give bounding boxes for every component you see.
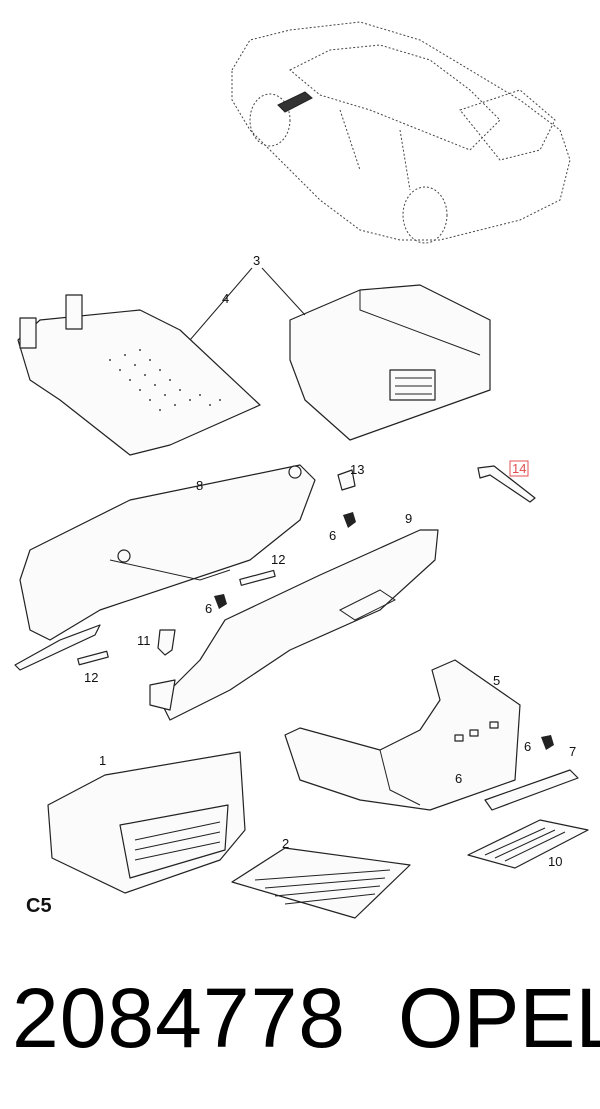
parts-exploded-diagram: 1 2 3 4 5 6 6 6 6 7 8 9 10 11 12 12 13 1…	[14, 21, 589, 919]
callout-12b: 12	[84, 670, 98, 685]
callout-7: 7	[569, 744, 576, 759]
callout-11: 11	[137, 633, 151, 648]
callout-9: 9	[405, 511, 412, 526]
callout-6c: 6	[524, 739, 531, 754]
callout-2: 2	[282, 836, 289, 851]
part-9-lid	[149, 529, 439, 721]
callout-14: 14	[512, 461, 526, 476]
part-7-strip	[484, 769, 579, 811]
callout-3: 3	[253, 253, 260, 268]
part-1-box	[47, 751, 246, 894]
callout-6b: 6	[205, 601, 212, 616]
callout-labels: 1 2 3 4 5 6 6 6 6 7 8 9 10 11 12 12 13 1…	[26, 253, 576, 917]
callout-4: 4	[222, 291, 229, 306]
part-10-mat	[467, 819, 589, 869]
part-2-mat	[231, 847, 411, 919]
callout-8: 8	[196, 478, 203, 493]
footer: 2084778 OPEL	[0, 960, 600, 1100]
part-3-insert	[289, 284, 491, 441]
callout-12a: 12	[271, 552, 285, 567]
part-8-housing	[14, 464, 316, 671]
callout-6d: 6	[455, 771, 462, 786]
callout-10: 10	[548, 854, 562, 869]
car-illustration	[231, 21, 571, 244]
part-5-bracket	[284, 659, 521, 811]
part-number: 2084778	[12, 971, 347, 1065]
callout-6a: 6	[329, 528, 336, 543]
callout-13: 13	[350, 462, 364, 477]
callout-1: 1	[99, 753, 106, 768]
diagram-code-label: C5	[26, 895, 52, 917]
part-4-tray	[17, 294, 261, 456]
callout-14-highlight-box	[509, 460, 529, 477]
brand-name: OPEL	[398, 971, 600, 1065]
callout-5: 5	[493, 673, 500, 688]
